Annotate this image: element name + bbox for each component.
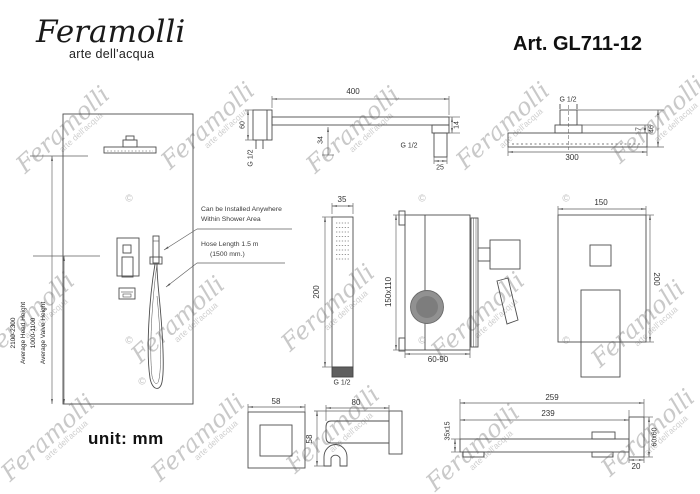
dim-spout-flange: 60x60 — [651, 427, 659, 447]
dim-arm-drop: 34 — [317, 136, 325, 144]
dim-spout-total-length: 259 — [545, 393, 559, 402]
dim-head-base-height: 7 — [635, 127, 643, 131]
copyright-mark: © — [418, 335, 426, 347]
dim-valve-height-range: 1000-1100 — [29, 317, 37, 349]
dimension-lines — [30, 96, 664, 467]
label-average-valve-height: Average Valve Height — [39, 301, 47, 365]
dim-head-thread: G 1/2 — [559, 96, 577, 104]
dim-arm-tip: 25 — [436, 164, 444, 172]
dim-escutcheon-size: 58 — [271, 397, 281, 406]
dim-head-width: 300 — [565, 153, 579, 162]
copyright-mark: © — [125, 193, 133, 205]
note-install-line1: Can be Installed Anywhere — [201, 206, 282, 213]
dim-handshower-length: 200 — [312, 285, 321, 299]
copyright-mark: © — [138, 376, 146, 388]
dim-arm-length: 400 — [346, 87, 360, 96]
dim-arm-thread-left: G 1/2 — [247, 149, 255, 167]
dim-holder-height: 58 — [305, 434, 314, 444]
article-number: Art. GL711-12 — [513, 33, 642, 55]
dim-plate-width: 150 — [594, 198, 608, 207]
label-average-head-height: Average Head Height — [19, 301, 27, 365]
dim-valve-depth-range: 60-90 — [427, 355, 449, 364]
copyright-mark: © — [125, 335, 133, 347]
dim-handshower-width: 35 — [337, 195, 347, 204]
dim-plate-height: 200 — [652, 272, 661, 286]
note-hose-line2: (1500 mm.) — [210, 251, 245, 258]
unit-label: unit: mm — [88, 429, 164, 448]
dim-head-height-range: 2100-2300 — [9, 317, 17, 349]
note-hose-line1: Hose Length 1.5 m — [201, 241, 259, 248]
dim-spout-profile: 35x15 — [444, 421, 452, 441]
dim-handshower-thread: G 1/2 — [333, 379, 351, 387]
dim-arm-end-height: 14 — [453, 121, 461, 129]
brand-name: Feramolli — [36, 14, 186, 50]
brand-logo: Feramolli arte dell'acqua — [36, 14, 185, 61]
dim-holder-length: 80 — [351, 398, 361, 407]
copyright-mark: © — [562, 335, 570, 347]
part-outlines — [62, 104, 648, 469]
note-install-line2: Within Shower Area — [201, 216, 261, 223]
dim-arm-flange: 60 — [239, 121, 247, 129]
dim-spout-reach: 239 — [541, 409, 555, 418]
dim-arm-thread-right: G 1/2 — [400, 142, 418, 150]
dim-valve-body-size: 150x110 — [384, 276, 393, 308]
dim-head-total-height: 46 — [648, 125, 656, 133]
copyright-mark: © — [418, 193, 426, 205]
brand-tagline: arte dell'acqua — [69, 47, 155, 62]
dim-spout-depth: 20 — [631, 462, 641, 471]
copyright-mark: © — [562, 193, 570, 205]
